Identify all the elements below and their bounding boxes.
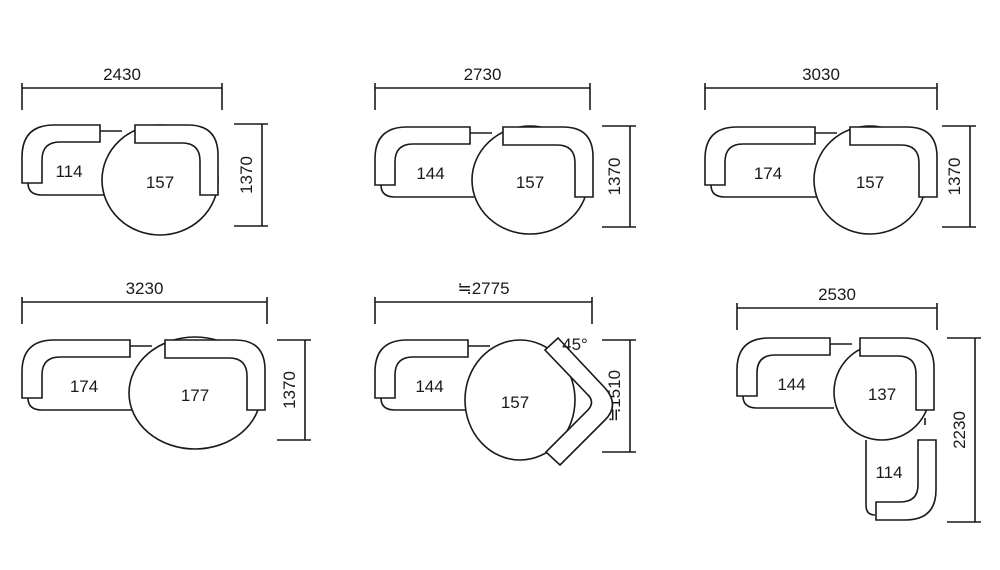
- height-dimension-line: [602, 125, 636, 228]
- module-label: 177: [181, 386, 209, 405]
- width-dimension-label: 2530: [818, 285, 856, 304]
- height-dimension-line: [942, 125, 976, 228]
- module-label: 157: [146, 173, 174, 192]
- height-dimension-label: 1370: [945, 158, 964, 196]
- width-dimension-label: 3030: [802, 65, 840, 84]
- module-label: 157: [856, 173, 884, 192]
- module-label: 157: [501, 393, 529, 412]
- sofa-module-backrest: [704, 126, 816, 186]
- width-dimension-label: 3230: [126, 279, 164, 298]
- config-2: 2730 1370 144 157: [374, 65, 636, 235]
- height-dimension-label: 1370: [605, 158, 624, 196]
- module-label: 144: [415, 377, 443, 396]
- width-dimension-line: [736, 303, 938, 330]
- width-dimension-line: [21, 297, 268, 324]
- width-dimension-label: 2730: [464, 65, 502, 84]
- sofa-base-outline: [742, 395, 834, 409]
- height-dimension-line: [947, 337, 981, 523]
- module-label: 174: [70, 377, 98, 396]
- height-dimension-label: 2230: [950, 411, 969, 449]
- sofa-module-backrest: [21, 124, 101, 184]
- height-dimension-line: [277, 339, 311, 441]
- height-dimension-label: 1370: [237, 156, 256, 194]
- height-dimension-line: [602, 339, 636, 453]
- bottom-module-backrest: [875, 439, 937, 521]
- sofa-module-backrest: [374, 339, 469, 399]
- module-label: 137: [868, 385, 896, 404]
- sofa-module-backrest: [736, 337, 831, 397]
- config-1: 2430 1370 114 157: [21, 65, 268, 236]
- sofa-base-outline: [380, 397, 472, 411]
- sofa-module-backrest: [21, 339, 131, 399]
- module-label: 144: [416, 164, 444, 183]
- module-label: 114: [875, 463, 902, 482]
- config-6: 2530 2230 114 144 137: [736, 285, 981, 523]
- round-seat-module: [464, 339, 576, 461]
- width-dimension-line: [704, 83, 938, 110]
- bottom-module-outline: [865, 418, 926, 516]
- sofa-base-outline: [27, 182, 104, 196]
- width-dimension-line: [21, 83, 223, 110]
- corner-module-backrest: [849, 126, 938, 198]
- height-dimension-line: [234, 123, 268, 227]
- width-dimension-line: [374, 297, 593, 324]
- sofa-base-outline: [27, 397, 134, 411]
- angled-corner-module: [543, 336, 614, 467]
- width-dimension-label: 2430: [103, 65, 141, 84]
- config-4: 3230 1370 174 177: [21, 279, 311, 450]
- module-label: 174: [754, 164, 782, 183]
- module-label: 114: [55, 162, 82, 181]
- corner-module-backrest: [859, 337, 935, 411]
- module-label: 144: [777, 375, 805, 394]
- corner-module-backrest: [502, 126, 594, 198]
- corner-module-backrest: [134, 124, 219, 196]
- module-label: 157: [516, 173, 544, 192]
- corner-module-backrest: [164, 339, 266, 411]
- width-dimension-label: ≒2775: [457, 279, 509, 298]
- angle-label: 45°: [562, 335, 588, 354]
- height-dimension-label: 1370: [280, 371, 299, 409]
- config-3: 3030 1370 174 157: [704, 65, 976, 235]
- sofa-base-outline: [380, 184, 474, 198]
- width-dimension-line: [374, 83, 591, 110]
- sofa-base-outline: [710, 184, 819, 198]
- sofa-module-backrest: [374, 126, 471, 186]
